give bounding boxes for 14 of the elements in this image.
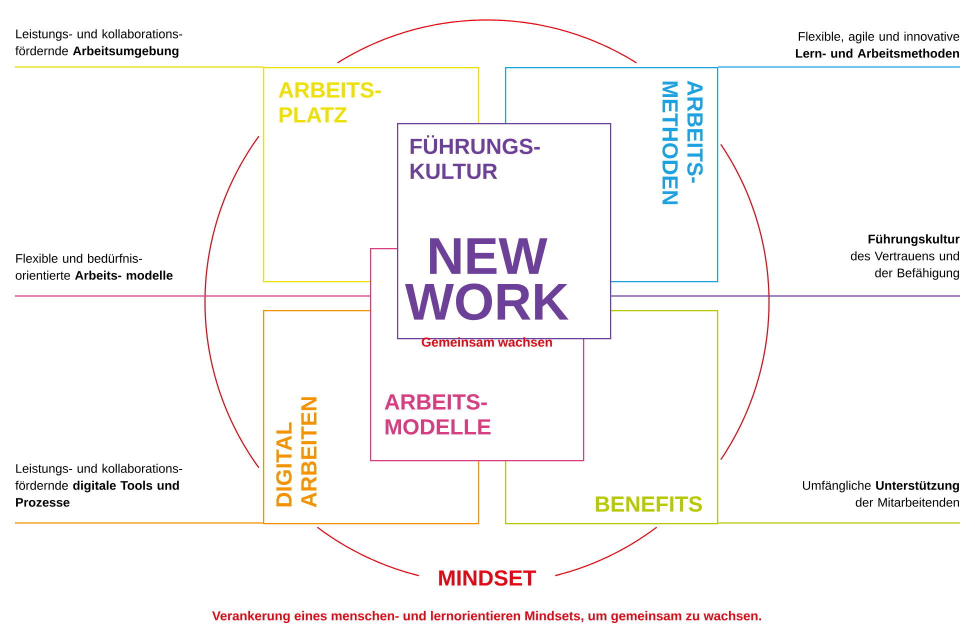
side-note: Führungskultur des Vertrauens und der Befähigung — [850, 234, 960, 280]
connector-line — [718, 66, 960, 68]
side-note: Flexible, agile und innovative Lern- und Arbeitsmethoden — [796, 32, 960, 58]
connector-line — [718, 522, 960, 524]
caption: Verankerung eines menschen- und lernorientieren Mindsets, um gemeinsam zu wachsen. — [212, 610, 762, 624]
side-note: Umfängliche Unterstützung der Mitarbeitenden — [803, 480, 959, 507]
connector-line — [15, 295, 370, 297]
connector-line — [15, 522, 263, 524]
ring-label: MINDSET — [439, 570, 536, 586]
side-note: Flexible und bedürfnis- orientierte Arbeits- modelle — [16, 254, 173, 280]
connector-line — [15, 66, 263, 68]
side-note: Leistungs- und kollaborations- fördernde Arbeitsumgebung — [15, 29, 182, 58]
side-note: Leistungs- und kollaborations- fördernde digitale Tools und Prozesse — [15, 464, 182, 507]
connector-line — [611, 295, 960, 297]
